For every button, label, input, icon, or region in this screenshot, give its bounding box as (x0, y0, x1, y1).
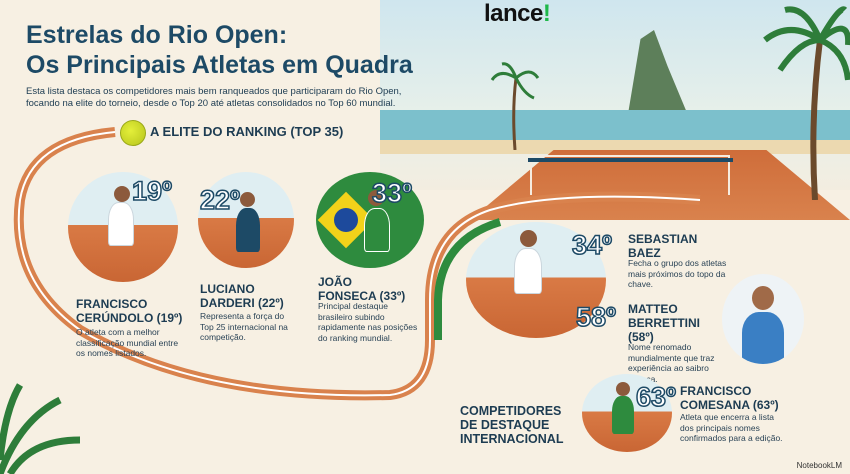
player-description: Fecha o grupo dos atletas mais próximos … (628, 258, 727, 289)
small-palm-icon (490, 62, 540, 150)
player-photo-cerundolo (68, 172, 178, 282)
court-lines (530, 155, 730, 195)
rank-number: 58º (575, 301, 616, 333)
player-photo-darderi (198, 172, 294, 268)
palm-tree-icon (763, 6, 850, 200)
player-description: Atleta que encerra a lista dos principai… (680, 412, 783, 443)
rank-number: 34º (571, 229, 612, 261)
player-description: Representa a força do Top 25 internacion… (200, 311, 288, 342)
tennis-net (528, 158, 733, 162)
player-description: O atleta com a melhor classificação mund… (76, 327, 179, 358)
rank-number: 63º (635, 381, 676, 413)
elite-section-title: A ELITE DO RANKING (TOP 35) (150, 124, 344, 139)
international-section-title: COMPETIDORES DE DESTAQUE INTERNACIONAL (460, 404, 564, 446)
player-photo-baez (466, 222, 606, 338)
rank-number: 19º (131, 175, 172, 207)
page-title: Estrelas do Rio Open: Os Principais Atle… (26, 21, 413, 79)
rank-number: 33º (371, 177, 412, 209)
lance-logo: lance! (484, 0, 551, 27)
rank-number: 22º (199, 184, 240, 216)
player-photo-berrettini (722, 274, 804, 364)
notebooklm-badge: NotebookLM (796, 461, 842, 470)
palm-leaves-icon (0, 383, 81, 474)
intro-text: Esta lista destaca os competidores mais … (26, 86, 402, 109)
player-photo-fonseca (316, 172, 424, 268)
player-photo-comesana (582, 374, 672, 452)
player-description: Principal destaque brasileiro subindo ra… (318, 301, 418, 343)
tennis-ball-icon (120, 120, 146, 146)
